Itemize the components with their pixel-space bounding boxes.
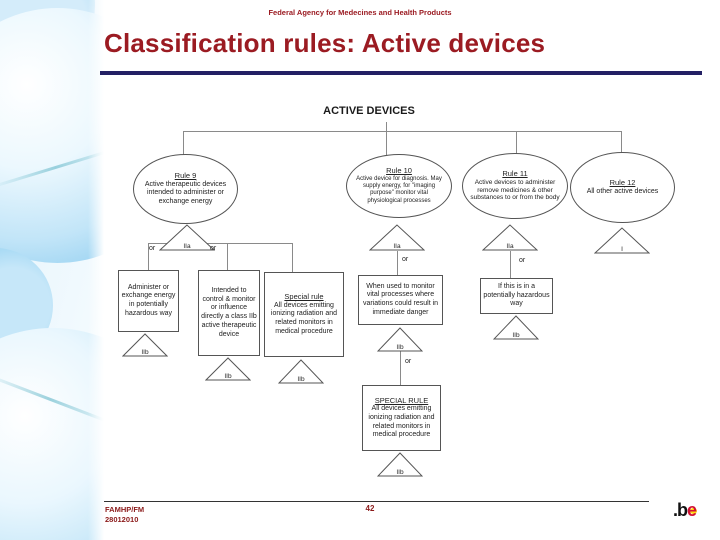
class-label: IIa bbox=[183, 243, 191, 250]
box-title: SPECIAL RULE bbox=[374, 395, 429, 405]
class-triangle-box3: IIb bbox=[278, 359, 324, 384]
class-label: I bbox=[621, 246, 623, 253]
connector-line bbox=[148, 243, 149, 271]
flowchart-root-label: ACTIVE DEVICES bbox=[323, 105, 415, 117]
be-logo: .be bbox=[673, 500, 697, 521]
triangle-icon bbox=[369, 224, 425, 251]
rule12-title: Rule 12 bbox=[609, 177, 636, 187]
rule9-title: Rule 9 bbox=[174, 171, 197, 181]
class-triangle-box5: IIb bbox=[377, 452, 423, 477]
rule12-text: All other active devices bbox=[586, 187, 659, 195]
box-hazardous-way: If this is in a potentially hazardous wa… bbox=[480, 278, 553, 314]
box-special-rule-left: Special rule All devices emitting ionizi… bbox=[264, 272, 344, 357]
box-monitor-vital: When used to monitor vital processes whe… bbox=[358, 275, 443, 325]
or-label: or bbox=[402, 256, 409, 263]
connector-line bbox=[183, 131, 184, 155]
box-text: Administer or exchange energy in potenti… bbox=[121, 283, 176, 317]
agency-header-text: Federal Agency for Medecines and Health … bbox=[268, 8, 452, 17]
be-logo-e: e bbox=[687, 500, 697, 520]
rule11-title: Rule 11 bbox=[502, 169, 528, 179]
connector-line bbox=[516, 131, 517, 154]
box-text: All devices emitting ionizing radiation … bbox=[368, 405, 435, 439]
box-text: All devices emitting ionizing radiation … bbox=[270, 301, 338, 335]
rule11-ellipse: Rule 11 Active devices to administer rem… bbox=[462, 153, 568, 219]
triangle-icon bbox=[278, 359, 324, 384]
rule10-ellipse: Rule 10 Active device for diagnosis. May… bbox=[346, 154, 452, 218]
box-control-monitor: Intended to control & monitor or influen… bbox=[198, 270, 260, 356]
box-text: If this is in a potentially hazardous wa… bbox=[483, 282, 550, 308]
connector-line bbox=[400, 351, 401, 386]
connector-line bbox=[510, 251, 511, 279]
connector-line bbox=[183, 131, 622, 132]
connector-line bbox=[397, 251, 398, 276]
class-label: IIa bbox=[393, 243, 401, 250]
rule10-title: Rule 10 bbox=[386, 166, 412, 176]
or-label: or bbox=[149, 245, 156, 252]
triangle-icon bbox=[205, 357, 251, 381]
box-title: Special rule bbox=[284, 292, 324, 302]
class-label: IIa bbox=[506, 243, 514, 250]
class-triangle-rule11: IIa bbox=[482, 224, 538, 251]
footer-org: FAMHP/FM bbox=[105, 505, 145, 514]
rule9-ellipse: Rule 9 Active therapeutic devices intend… bbox=[133, 154, 238, 224]
triangle-icon bbox=[493, 315, 539, 340]
connector-line bbox=[148, 243, 292, 244]
pill-shape bbox=[0, 8, 104, 263]
connector-line bbox=[621, 131, 622, 154]
connector-line bbox=[227, 243, 228, 271]
rule12-ellipse: Rule 12 All other active devices bbox=[570, 152, 675, 223]
page-number: 42 bbox=[365, 504, 375, 513]
pill-shape bbox=[0, 328, 104, 540]
background-pills-image bbox=[0, 0, 104, 540]
connector-line bbox=[292, 243, 293, 273]
triangle-icon bbox=[377, 452, 423, 477]
triangle-icon bbox=[377, 327, 423, 352]
class-label: IIb bbox=[224, 373, 232, 380]
class-triangle-rule10: IIa bbox=[369, 224, 425, 251]
title-divider bbox=[100, 71, 702, 75]
rule9-text: Active therapeutic devices intended to a… bbox=[144, 181, 227, 205]
class-label: IIb bbox=[512, 332, 520, 339]
connector-line bbox=[386, 122, 387, 155]
triangle-icon bbox=[159, 224, 215, 251]
class-triangle-box2: IIb bbox=[205, 357, 251, 381]
class-label: IIb bbox=[396, 469, 404, 476]
box-administer-energy: Administer or exchange energy in potenti… bbox=[118, 270, 179, 332]
class-triangle-box6: IIb bbox=[493, 315, 539, 340]
class-label: IIb bbox=[141, 349, 149, 356]
or-label: or bbox=[405, 358, 412, 365]
triangle-icon bbox=[122, 333, 168, 357]
class-triangle-rule12: I bbox=[594, 227, 650, 254]
be-logo-dot-b: .b bbox=[673, 500, 688, 520]
footer-org-block: FAMHP/FM 28012010 bbox=[105, 505, 144, 525]
page-title: Classification rules: Active devices bbox=[104, 28, 546, 58]
class-triangle-rule9: IIa bbox=[159, 224, 215, 251]
footer-divider bbox=[104, 501, 649, 502]
class-label: IIb bbox=[297, 376, 305, 383]
footer-date: 28012010 bbox=[105, 515, 139, 524]
or-label: or bbox=[210, 245, 217, 252]
class-label: IIb bbox=[396, 344, 404, 351]
triangle-icon bbox=[594, 227, 650, 254]
class-triangle-box1: IIb bbox=[122, 333, 168, 357]
box-text: Intended to control & monitor or influen… bbox=[201, 286, 257, 338]
rule11-text: Active devices to administer remove medi… bbox=[470, 178, 560, 202]
class-triangle-box4: IIb bbox=[377, 327, 423, 352]
rule10-text: Active device for diagnosis. May supply … bbox=[356, 176, 442, 204]
triangle-icon bbox=[482, 224, 538, 251]
or-label: or bbox=[519, 257, 526, 264]
box-special-rule-bottom: SPECIAL RULE All devices emitting ionizi… bbox=[362, 385, 441, 451]
box-text: When used to monitor vital processes whe… bbox=[362, 282, 439, 316]
